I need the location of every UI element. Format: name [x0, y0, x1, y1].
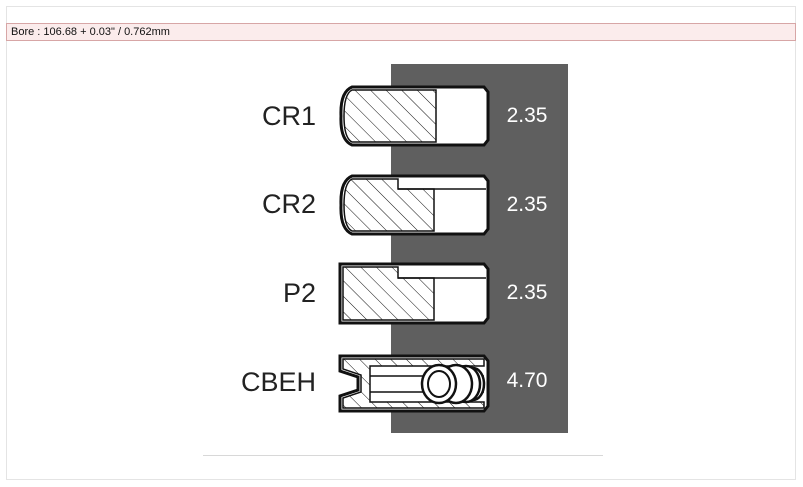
ring-label-cr1: CR1: [262, 101, 316, 131]
ring-profile-cbeh: [338, 354, 490, 413]
ring-value-cr2: 2.35: [507, 193, 548, 216]
ring-value-p2: 2.35: [507, 281, 548, 304]
ring-profile-cr2: [339, 174, 490, 236]
ring-profile-cr1: [339, 85, 490, 147]
ring-label-cr2: CR2: [262, 189, 316, 219]
ring-value-cr1: 2.35: [507, 104, 548, 127]
expander-coil: [420, 363, 486, 405]
ring-label-cbeh: CBEH: [241, 367, 316, 397]
ring-profile-p2: [338, 262, 490, 325]
bore-spec-bar: Bore : 106.68 + 0.03" / 0.762mm: [6, 23, 796, 41]
ring-value-cbeh: 4.70: [507, 369, 548, 392]
bore-spec-text: Bore : 106.68 + 0.03" / 0.762mm: [11, 26, 170, 38]
bottom-divider: [203, 455, 603, 456]
ring-label-p2: P2: [283, 278, 316, 308]
